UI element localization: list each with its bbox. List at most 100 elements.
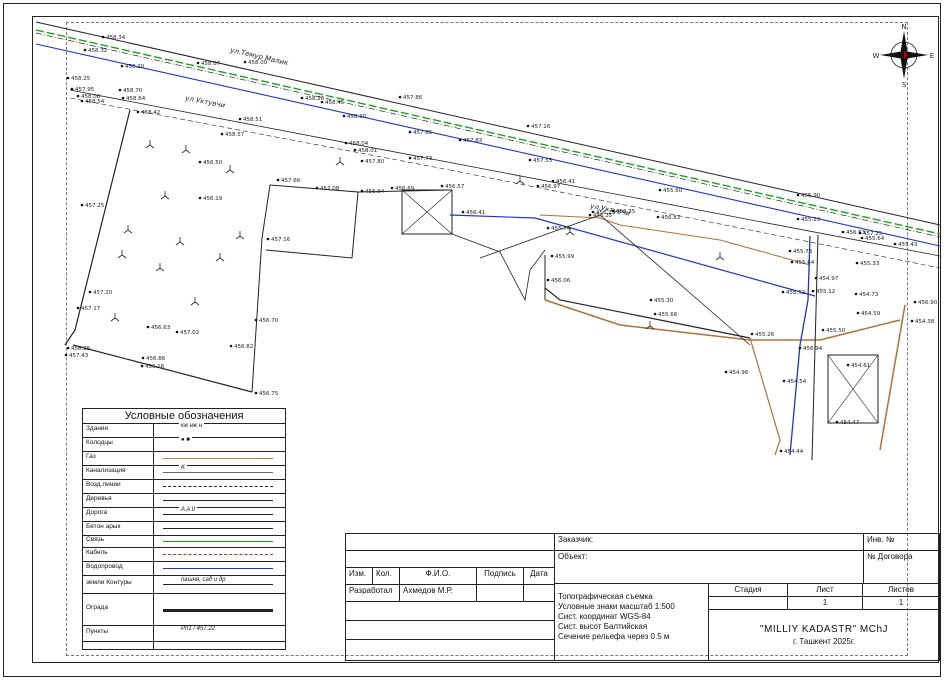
desc-line: Сечение рельефа через 0.5 м bbox=[558, 632, 670, 641]
tree-icon bbox=[123, 225, 133, 234]
legend-sample: K bbox=[179, 465, 188, 471]
elevation-point bbox=[858, 231, 862, 235]
elevation-point bbox=[782, 379, 786, 383]
elevation-label: 458.01 bbox=[358, 148, 377, 154]
elevation-point bbox=[344, 141, 348, 145]
elevation-label: 456.16 bbox=[145, 364, 165, 370]
road-edge-line-2 bbox=[69, 89, 941, 257]
legend-label: Связь bbox=[86, 536, 104, 543]
elevation-label: 455.23 bbox=[801, 217, 821, 223]
elevation-label: 457.25 bbox=[85, 203, 105, 209]
elevation-point bbox=[910, 319, 914, 323]
elevation-point bbox=[846, 363, 850, 367]
elevation-point bbox=[140, 364, 144, 368]
elevation-label: 455.26 bbox=[755, 332, 775, 338]
tree-symbols bbox=[110, 140, 725, 330]
elevation-point bbox=[814, 276, 818, 280]
legend-label: Газ bbox=[86, 453, 96, 460]
inventory-label: Инв. № bbox=[863, 533, 940, 551]
elevation-point bbox=[83, 48, 87, 52]
elevation-label: 456.57 bbox=[445, 184, 465, 190]
elevation-label: 458.70 bbox=[123, 88, 143, 94]
south-label: S bbox=[902, 81, 907, 89]
elevation-label: 454.44 bbox=[784, 449, 804, 455]
elevation-point bbox=[315, 186, 319, 190]
structure-right-cross-2 bbox=[827, 354, 879, 424]
elevation-point bbox=[536, 184, 540, 188]
elevation-label: 455.12 bbox=[816, 289, 835, 295]
road-edge-line bbox=[35, 21, 941, 226]
elevation-point bbox=[360, 159, 364, 163]
elevation-point bbox=[360, 189, 364, 193]
elevation-point bbox=[175, 330, 179, 334]
elevation-point bbox=[136, 110, 140, 114]
west-label: W bbox=[873, 52, 880, 60]
elevation-label: 455.64 bbox=[795, 260, 815, 266]
elevation-point bbox=[528, 158, 532, 162]
elevation-point bbox=[546, 226, 550, 230]
road-dashed-line bbox=[69, 97, 451, 171]
elevation-label: 457.08 bbox=[320, 186, 340, 192]
legend-line-sample bbox=[163, 458, 273, 459]
elevation-label: 457.16 bbox=[271, 237, 291, 243]
elevation-point bbox=[254, 391, 258, 395]
legend-line-sample bbox=[163, 528, 273, 529]
city-year: г. Ташкент 2025г. bbox=[792, 637, 856, 646]
elevation-point bbox=[550, 254, 554, 258]
elevation-point bbox=[835, 420, 839, 424]
north-arrow: N E W S bbox=[873, 23, 935, 89]
elevation-label: 458.20 bbox=[125, 64, 145, 70]
sheets-value: 1 bbox=[862, 596, 940, 610]
elevation-label: 456.25 bbox=[596, 210, 616, 216]
elevation-label: 458.04 bbox=[349, 141, 369, 147]
elevation-label: 455.74 bbox=[551, 226, 571, 232]
elevation-label: 458.00 bbox=[248, 60, 268, 66]
legend-label: Колодцы bbox=[86, 439, 113, 446]
elevation-point bbox=[781, 290, 785, 294]
tree-icon bbox=[645, 321, 655, 330]
elevation-label: 457.83 bbox=[463, 138, 483, 144]
elevation-label: 457.95 bbox=[75, 87, 95, 93]
elevation-point bbox=[855, 261, 859, 265]
elevation-point bbox=[398, 95, 402, 99]
tree-icon bbox=[175, 237, 185, 246]
elevation-point bbox=[408, 130, 412, 134]
inner-frame bbox=[32, 16, 939, 663]
elevation-label: 458.54 bbox=[85, 99, 105, 105]
elevation-point bbox=[796, 193, 800, 197]
tree-icon bbox=[190, 297, 200, 306]
elevation-point bbox=[798, 346, 802, 350]
tree-icon bbox=[335, 157, 345, 166]
elevation-point bbox=[266, 237, 270, 241]
author-name: Ахмедов М.Р. bbox=[399, 584, 477, 602]
elevation-label: 454.97 bbox=[819, 276, 839, 282]
elevation-label: 458.64 bbox=[126, 96, 146, 102]
legend-row: Возд.линии bbox=[83, 479, 285, 494]
water-pipe-branch bbox=[449, 214, 816, 297]
tree-icon bbox=[110, 313, 120, 322]
communication-line-2 bbox=[35, 32, 941, 238]
elevation-label: 455.33 bbox=[860, 261, 880, 267]
tree-icon bbox=[715, 252, 725, 261]
legend-sample: A A II bbox=[179, 507, 198, 513]
elevation-label: 455.60 bbox=[663, 188, 683, 194]
elevation-label: 454.54 bbox=[787, 379, 807, 385]
stage-label: Стадия bbox=[708, 583, 788, 597]
elevation-label: 456.86 bbox=[146, 356, 166, 362]
elevation-label: 455.43 bbox=[898, 242, 918, 248]
col-podpis: Подпись bbox=[476, 567, 524, 585]
legend-title: Условные обозначения bbox=[83, 409, 285, 424]
elevation-point bbox=[66, 346, 70, 350]
elevation-label: 458.25 bbox=[71, 76, 91, 82]
elevation-point bbox=[238, 117, 242, 121]
elevation-label: 455.64 bbox=[865, 236, 885, 242]
fence-right bbox=[811, 234, 819, 461]
legend-line-sample bbox=[163, 514, 273, 515]
elevation-label: 456.25 bbox=[71, 346, 91, 352]
elevation-label: 454.61 bbox=[851, 363, 870, 369]
legend-row: Деревья bbox=[83, 493, 285, 508]
elevation-label: 457.43 bbox=[69, 353, 89, 359]
fence-mid bbox=[544, 287, 751, 339]
elevation-label: 454.38 bbox=[915, 319, 935, 325]
elevation-point bbox=[76, 94, 80, 98]
